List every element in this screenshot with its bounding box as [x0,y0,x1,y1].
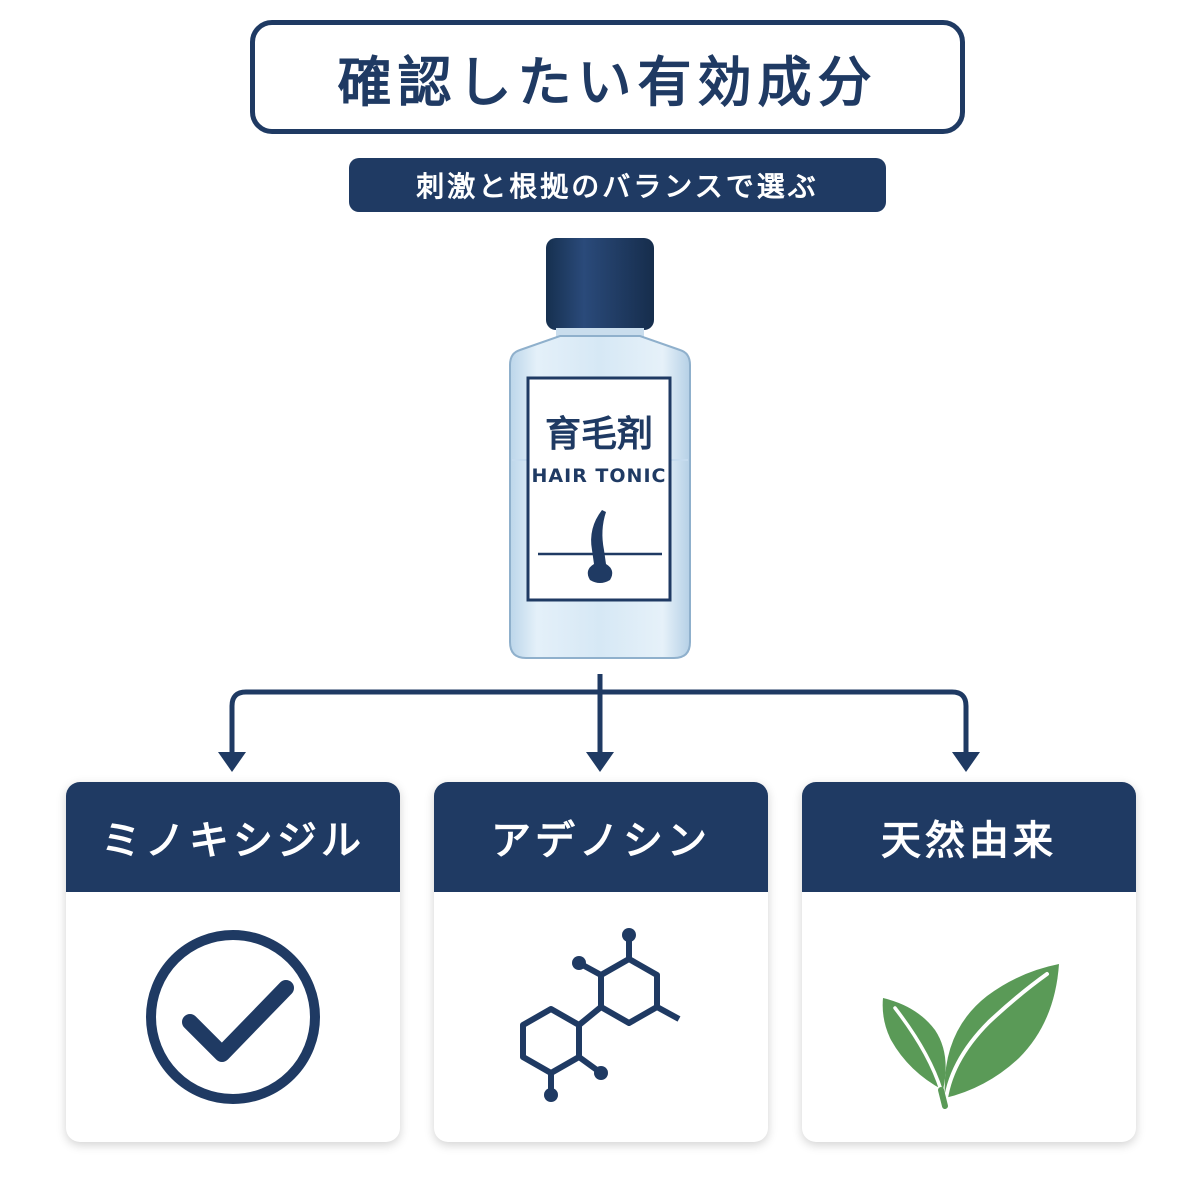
card-adenosine: アデノシン [434,782,768,1142]
subtitle-text: 刺激と根拠のバランスで選ぶ [416,170,819,203]
card-body [434,892,768,1142]
card-body [802,892,1136,1142]
card-title: アデノシン [491,818,711,864]
check-circle-icon [146,930,320,1104]
arrow-head-left [218,752,246,772]
bottle-label-title: 育毛剤 [545,414,653,455]
card-header: アデノシン [434,782,768,892]
card-title: ミノキシジル [101,818,365,864]
card-minoxidil: ミノキシジル [66,782,400,1142]
hair-follicle-icon [538,510,662,583]
card-body [66,892,400,1142]
card-natural: 天然由来 [802,782,1136,1142]
hair-tonic-bottle: 育毛剤 HAIR TONIC [509,238,691,659]
arrow-head-right [952,752,980,772]
arrow-head-center [586,752,614,772]
leaf-icon [882,964,1059,1109]
bottle-label-sub: HAIR TONIC [532,465,667,487]
card-title: 天然由来 [881,818,1057,864]
card-header: 天然由来 [802,782,1136,892]
bottle-cap [546,238,654,330]
molecule-icon [520,928,681,1102]
page-title: 確認したい有効成分 [337,50,878,114]
title-box: 確認したい有効成分 [250,20,965,134]
subtitle-banner: 刺激と根拠のバランスで選ぶ [349,158,886,212]
card-header: ミノキシジル [66,782,400,892]
